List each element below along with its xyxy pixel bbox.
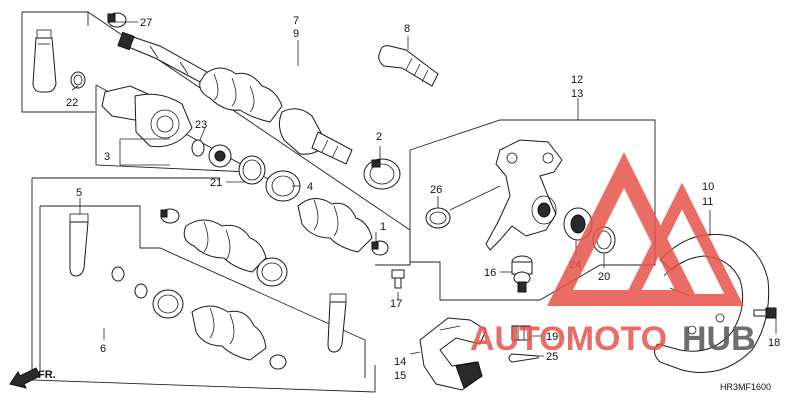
callout-10: 10 [702, 181, 714, 193]
bolt-17 [391, 269, 405, 289]
callout-21: 21 [210, 177, 222, 189]
outer-boot [199, 67, 283, 123]
circlip-26 [425, 207, 451, 229]
guard-14 [419, 317, 487, 391]
boot-band-2 [363, 158, 401, 190]
bearing-cage-21 [208, 144, 232, 168]
boot-band-left-b [256, 257, 288, 287]
callout-12: 12 [571, 74, 583, 86]
group-box-boot-kit [31, 177, 376, 393]
callout-13: 13 [571, 88, 583, 100]
callout-9: 9 [293, 28, 299, 40]
ball-joint-16 [511, 255, 533, 293]
inner-joint-3 [101, 85, 193, 148]
boot-band-4 [265, 170, 301, 202]
nut-19 [511, 325, 531, 341]
circlip-21 [238, 155, 266, 185]
axle-shaft-8 [378, 45, 439, 87]
callout-18: 18 [768, 337, 780, 349]
boot-band-left-c [152, 289, 184, 319]
callout-22: 22 [66, 97, 78, 109]
callout-16: 16 [484, 267, 496, 279]
diagram-code: HR3MF1600 [720, 382, 771, 392]
watermark-word-b: HUB [682, 320, 756, 358]
circlip-small-a [111, 266, 125, 282]
callout-20: 20 [598, 271, 610, 283]
watermark-word-a: AUTOMOTO [470, 320, 667, 358]
boot-outer-kit [191, 305, 267, 361]
callout-6: 6 [100, 343, 106, 355]
callout-4: 4 [307, 181, 313, 193]
knuckle-12 [485, 139, 563, 251]
bolt-18 [753, 307, 777, 319]
grease-tube-22 [32, 29, 57, 93]
circlip-small-b [134, 283, 148, 299]
callout-25: 25 [546, 351, 558, 363]
callout-7: 7 [293, 15, 299, 27]
callout-14: 14 [394, 356, 406, 368]
circlip-22 [70, 71, 86, 89]
watermark-triangles [547, 152, 744, 306]
cotter-pin-25 [508, 353, 539, 363]
outer-joint [278, 108, 353, 165]
callout-27: 27 [140, 17, 152, 29]
callout-11: 11 [702, 196, 713, 208]
callout-19: 19 [546, 331, 558, 343]
callout-23: 23 [195, 119, 207, 131]
front-direction-arrow: FR. [9, 367, 56, 389]
callout-1: 1 [380, 221, 386, 233]
circlip-23 [191, 139, 205, 157]
callout-26: 26 [430, 184, 442, 196]
callout-5: 5 [76, 187, 82, 199]
callouts: 1 2 3 4 5 6 7 8 9 10 11 12 13 14 15 16 1… [66, 15, 780, 382]
grease-tube-6 [327, 293, 347, 353]
callout-17: 17 [390, 298, 402, 310]
boot-band-left-a [160, 208, 180, 224]
boot-band-27 [107, 12, 127, 28]
callout-3: 3 [104, 151, 110, 163]
front-direction-label: FR. [38, 369, 56, 381]
boot-band-1 [371, 240, 389, 256]
grease-tube-5 [69, 213, 89, 277]
callout-15: 15 [394, 370, 406, 382]
callout-2: 2 [376, 131, 382, 143]
boot-band-left-d [269, 354, 287, 370]
watermark-logo: AUTOMOTO HUB [470, 152, 756, 358]
drive-shaft-assembly [117, 31, 353, 165]
inner-boot-right [297, 198, 373, 253]
leader-lines [71, 21, 777, 357]
callout-8: 8 [404, 23, 410, 35]
